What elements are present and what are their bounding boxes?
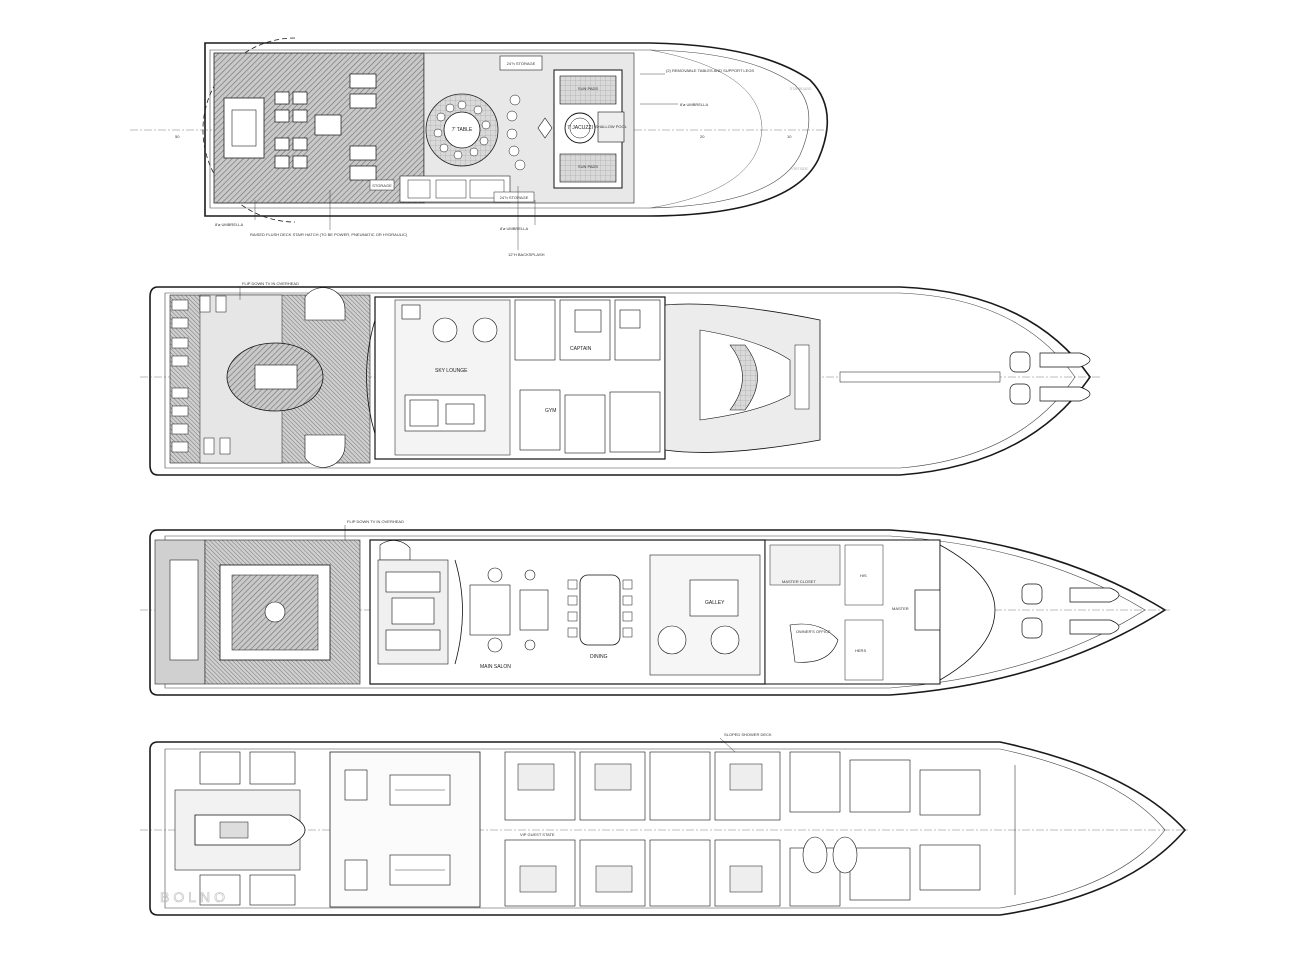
captain-label: CAPTAIN — [570, 346, 592, 352]
main-deck: FLIP DOWN TV IN OVERHEAD MAIN SALON DINI… — [140, 519, 1170, 696]
frame-50: 50 — [175, 134, 180, 139]
frame-10: 10 — [787, 134, 792, 139]
main-salon-label: MAIN SALON — [480, 664, 511, 670]
storage-top-label: 24"h STORAGE — [507, 61, 536, 66]
watermark: BOLNO — [160, 889, 229, 905]
hers-label: HERS — [855, 648, 866, 653]
his-label: HIS — [860, 573, 867, 578]
umbrella-right-note: 8'ø UMBRELLA — [680, 102, 708, 107]
master-label: MASTER — [892, 606, 909, 611]
bridge-flip-tv-note: FLIP DOWN TV IN OVERHEAD — [242, 281, 299, 286]
sky-lounge-label: SKY LOUNGE — [435, 368, 468, 374]
sun-pads-top-label: SUN PADS — [578, 86, 598, 91]
svg-text:PORTSIDE: PORTSIDE — [790, 167, 808, 171]
lower-deck: VIP GUEST STATE SLOPED SHOWER DECK BOLNO — [140, 732, 1190, 916]
umbrella-left-note: 8'ø UMBRELLA — [215, 222, 243, 227]
table-label: 7' TABLE — [452, 127, 473, 133]
bridge-foredeck-tenders — [1009, 351, 1091, 405]
garage-tender — [194, 814, 306, 846]
hatch-note: RAISED FLUSH DECK STAIR HATCH (TO BE POW… — [250, 232, 408, 237]
master-closet-label: MASTER CLOSET — [782, 579, 816, 584]
sun-deck: 7' TABLE 24"h STORAGE SUN PADS SUN PADS … — [130, 37, 830, 257]
jacuzzi-label: 7' JACUZZI — [567, 125, 593, 131]
svg-text:STARBOARD: STARBOARD — [790, 87, 812, 91]
sloped-shower-note: SLOPED SHOWER DECK — [724, 732, 772, 737]
removable-tables-note: (2) REMOVABLE TABLES AND SUPPORT LEGS — [666, 68, 754, 73]
storage-left-label: STORAGE — [372, 183, 392, 188]
dining-label: DINING — [590, 654, 608, 660]
main-flip-tv-note: FLIP DOWN TV IN OVERHEAD — [347, 519, 404, 524]
frame-20: 20 — [700, 134, 705, 139]
vip-guest-label: VIP GUEST STATE — [520, 832, 555, 837]
storage-bottom-label: 24"h STORAGE — [500, 195, 529, 200]
backsplash-note: 12"H BACKSPLASH — [508, 252, 545, 257]
main-foredeck-tenders — [1021, 583, 1120, 639]
bridge-deck: FLIP DOWN TV IN OVERHEAD SKY LOUNGE CAPT… — [140, 281, 1100, 476]
gym-label: GYM — [545, 408, 556, 414]
shallow-pool-label: SHALLOW POOL — [595, 124, 628, 129]
umbrella-bottom-note: 8'ø UMBRELLA — [500, 226, 528, 231]
sun-pads-bottom-label: SUN PADS — [578, 164, 598, 169]
owners-office-label: OWNER'S OFFICE — [796, 629, 831, 634]
galley-label: GALLEY — [705, 600, 725, 606]
